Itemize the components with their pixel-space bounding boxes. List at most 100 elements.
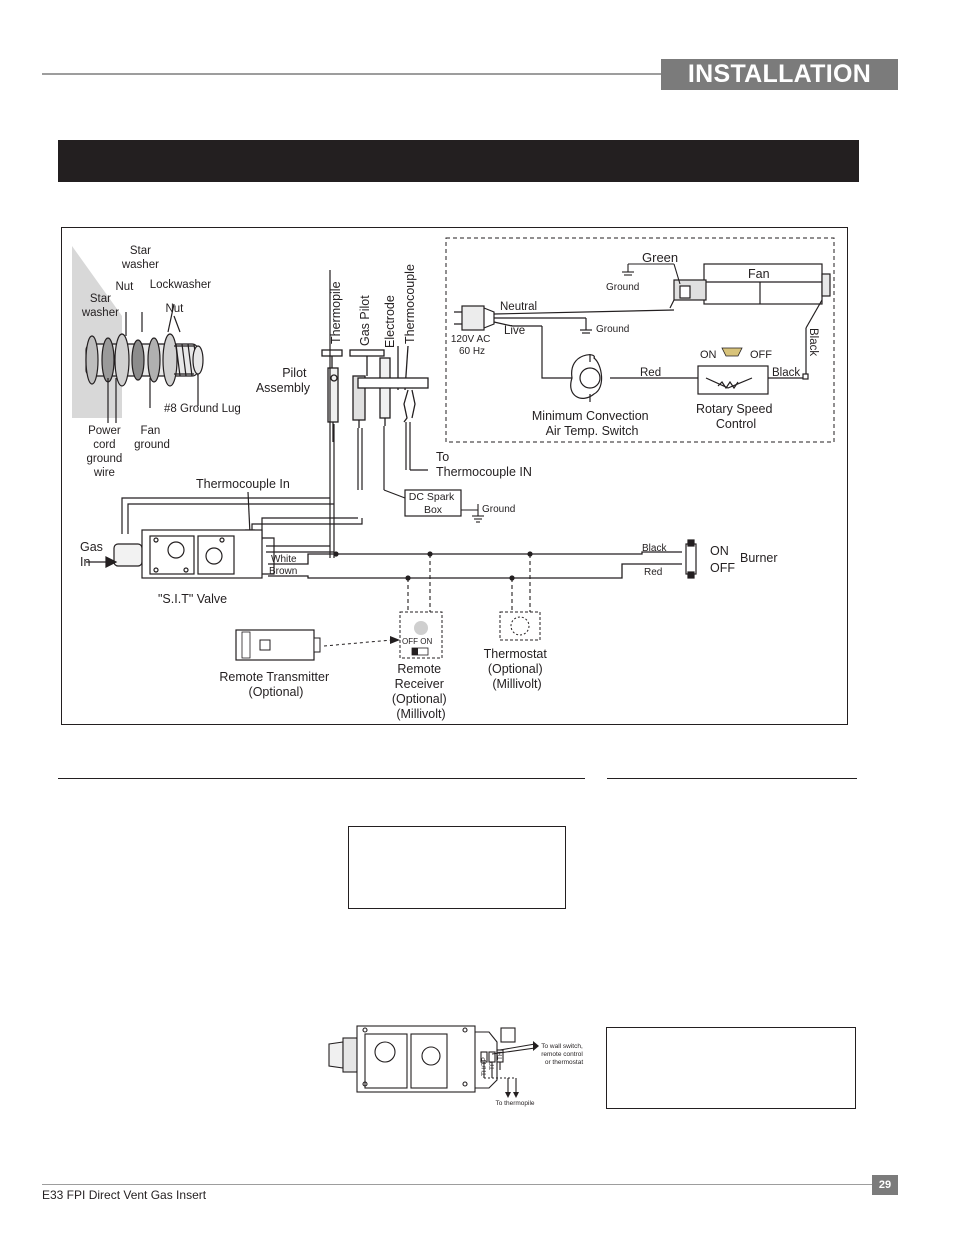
- label-power-cord-4: wire: [93, 467, 115, 479]
- label-to-tc-2: Thermocouple IN: [436, 465, 532, 479]
- footer-text: E33 FPI Direct Vent Gas Insert: [42, 1188, 207, 1202]
- label-power-cord-2: cord: [93, 439, 115, 451]
- label-black-rotary: Black: [772, 367, 800, 379]
- label-receiver-1: Remote: [397, 662, 441, 676]
- label-fan: Fan: [748, 267, 770, 281]
- burner-switch: ON OFF Burner: [685, 539, 778, 579]
- label-min-conv-2: Air Temp. Switch: [546, 424, 639, 438]
- label-receiver-3: (Optional): [392, 692, 447, 706]
- label-star-washer-left-2: washer: [81, 307, 119, 319]
- valve-label-wall-3: or thermostat: [545, 1059, 583, 1066]
- label-power-cord-3: ground: [86, 453, 122, 465]
- label-pilot-1: Pilot: [282, 366, 307, 380]
- dc-spark-box: DC Spark Box Ground: [383, 489, 515, 523]
- label-fan-ground-2: ground: [134, 439, 170, 451]
- label-rotary-1: Rotary Speed: [696, 402, 772, 416]
- valve-label-thermopile: To thermopile: [495, 1100, 534, 1107]
- label-power-2: 60 Hz: [459, 346, 485, 357]
- label-spark-2: Box: [424, 504, 443, 516]
- remote-transmitter: Remote Transmitter (Optional): [219, 629, 400, 699]
- label-brown: Brown: [269, 566, 297, 577]
- label-burner-on: ON: [710, 544, 729, 558]
- warning-box-right: [606, 1027, 856, 1109]
- svg-text:Gas In: Gas In: [80, 540, 106, 569]
- label-white: White: [271, 554, 297, 565]
- pilot-assembly: Thermopile Gas Pilot Electrode Thermocou…: [256, 264, 532, 479]
- label-rotary-on: ON: [700, 349, 717, 361]
- label-thermostat-3: (Millivolt): [492, 677, 541, 691]
- label-red-switch: Red: [640, 367, 661, 379]
- label-transmitter-1: Remote Transmitter: [219, 670, 329, 684]
- wiring-diagram: Star washer Star washer Nut Lockwasher N…: [61, 227, 848, 725]
- valve-terminal-illustration: TH/TP TP TH To wall switch, remote contr…: [325, 1014, 587, 1110]
- label-live-ground: Ground: [596, 324, 629, 335]
- label-green: Green: [642, 250, 678, 265]
- label-transmitter-2: (Optional): [249, 685, 304, 699]
- label-red-wire: Red: [644, 567, 662, 578]
- label-sit-valve: "S.I.T" Valve: [158, 592, 227, 606]
- valve-terminal-th-tp: TH/TP: [481, 1057, 488, 1076]
- label-burner-off: OFF: [710, 561, 735, 575]
- ground-lug-assembly: Star washer Star washer Nut Lockwasher N…: [72, 245, 244, 479]
- svg-text:120V AC 60 Hz: 120V AC 60 Hz: [451, 334, 493, 357]
- label-min-conv-1: Minimum Convection: [532, 409, 649, 423]
- svg-text:Pilot Assembly: Pilot Assembly: [256, 366, 311, 395]
- label-ground-lug: #8 Ground Lug: [164, 403, 241, 415]
- label-burner: Burner: [740, 551, 778, 565]
- svg-text:Remote Receiver (O: Remote Receiver (Optional) (Millivolt): [392, 662, 450, 721]
- label-live: Live: [504, 325, 525, 337]
- label-power-1: 120V AC: [451, 334, 490, 345]
- section-tab: INSTALLATION: [661, 59, 898, 90]
- valve-terminal-tp: TP: [489, 1062, 496, 1070]
- wiring-diagram-svg: Star washer Star washer Nut Lockwasher N…: [72, 237, 835, 721]
- sit-valve: Gas In "S.I.T" Valve White Brown: [80, 529, 297, 606]
- label-gas-in-1: Gas: [80, 540, 103, 554]
- thermostat: Thermostat (Optional) (Millivolt): [484, 611, 551, 691]
- label-pilot-2: Assembly: [256, 381, 311, 395]
- label-black-fan: Black: [807, 328, 819, 356]
- label-star-washer-left-1: Star: [90, 293, 111, 305]
- fan-circuit: Green Fan Ground Neutral Live Ground: [445, 237, 835, 443]
- label-fan-ground-label: Ground: [606, 282, 639, 293]
- header-rule: [42, 73, 662, 75]
- label-lockwasher: Lockwasher: [150, 279, 212, 291]
- label-spark-ground: Ground: [482, 504, 515, 515]
- svg-text:Thermostat (Optional): Thermostat (Optional) (Millivolt): [484, 647, 551, 691]
- label-thermocouple: Thermocouple: [403, 264, 417, 344]
- svg-text:To Thermocouple IN: To Thermocouple IN: [436, 450, 532, 479]
- label-receiver-4: (Millivolt): [396, 707, 445, 721]
- label-receiver-2: Receiver: [395, 677, 444, 691]
- label-power-cord-1: Power: [88, 425, 121, 437]
- label-spark-1: DC Spark: [409, 491, 455, 503]
- label-neutral: Neutral: [500, 301, 537, 313]
- label-rotary-off: OFF: [750, 349, 772, 361]
- footer-rule: [42, 1184, 872, 1185]
- page-number: 29: [872, 1175, 898, 1195]
- label-fan-ground-1: Fan: [140, 425, 160, 437]
- svg-text:Remote Transmitter (Opti: Remote Transmitter (Optional): [219, 670, 332, 699]
- valve-terminal-svg: TH/TP TP TH To wall switch, remote contr…: [328, 1025, 583, 1107]
- valve-terminal-th: TH: [497, 1051, 504, 1060]
- label-thermocouple-in: Thermocouple In: [196, 477, 290, 491]
- left-column-rule: [58, 778, 585, 779]
- label-receiver-switch: OFF ON: [402, 637, 432, 646]
- label-thermostat-1: Thermostat: [484, 647, 548, 661]
- label-to-tc-1: To: [436, 450, 449, 464]
- svg-text:Minimum Convection Air T: Minimum Convection Air Temp. Switch: [532, 409, 652, 438]
- label-nut-right: Nut: [165, 303, 184, 315]
- right-column-rule: [607, 778, 857, 779]
- svg-text:Star washer Star: Star washer Star washer Nut Lockwasher N…: [81, 245, 244, 479]
- label-star-washer-top-1: Star: [130, 245, 151, 257]
- label-electrode: Electrode: [383, 295, 397, 348]
- label-gas-in-2: In: [80, 555, 90, 569]
- label-nut-left: Nut: [115, 281, 134, 293]
- label-thermostat-2: (Optional): [488, 662, 543, 676]
- label-gas-pilot: Gas Pilot: [358, 295, 372, 346]
- valve-label-wall-1: To wall switch,: [541, 1043, 583, 1050]
- label-rotary-2: Control: [716, 417, 756, 431]
- label-black-wire: Black: [642, 543, 667, 554]
- warning-box-left: [348, 826, 566, 909]
- valve-label-wall-2: remote control: [541, 1051, 583, 1058]
- label-star-washer-top-2: washer: [121, 259, 159, 271]
- label-thermopile: Thermopile: [329, 281, 343, 344]
